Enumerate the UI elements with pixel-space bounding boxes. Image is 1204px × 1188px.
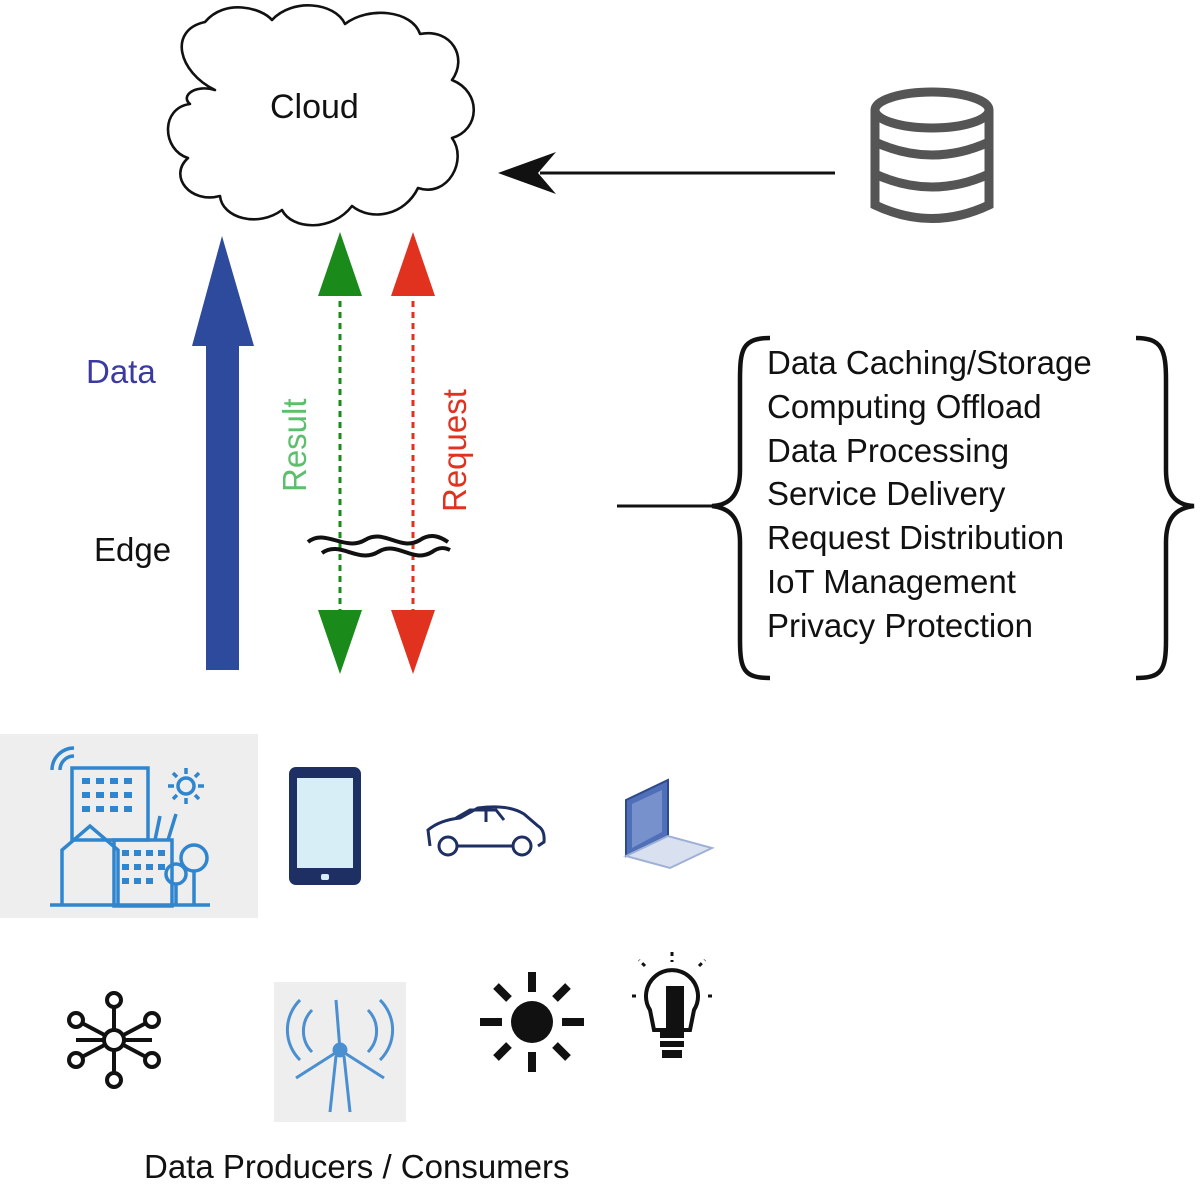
database-icon [870,87,994,223]
data-label: Data [86,353,156,390]
function-item: Data Processing [767,431,1010,469]
data-arrow [192,236,254,670]
sun-icon [480,972,584,1072]
car-icon [426,805,546,857]
function-item: Service Delivery [767,475,1006,513]
result-arrow [318,232,362,674]
function-item: Privacy Protection [767,606,1033,644]
cloud-shape [166,4,476,227]
left-brace [711,335,771,681]
laptop-icon [623,778,715,870]
right-brace [1135,335,1195,681]
edge-label: Edge [94,531,172,568]
request-label: Request [436,389,473,512]
network-hub-icon [67,991,161,1089]
function-item: IoT Management [767,562,1016,600]
wind-turbine-icon [274,982,406,1122]
smartphone-icon [289,767,361,885]
function-item: Computing Offload [767,387,1042,425]
function-item: Request Distribution [767,519,1065,557]
cloud-label: Cloud [270,88,359,126]
function-item: Data Caching/Storage [767,344,1092,381]
footer-label: Data Producers / Consumers [144,1148,570,1185]
database-to-cloud-arrow [498,152,835,194]
edge-functions-list: Data Caching/Storage Computing Offload D… [767,346,1092,653]
break-wave [306,534,451,558]
result-label: Result [276,398,313,492]
smart-city-icon [0,734,258,918]
request-arrow [391,232,435,674]
light-bulb-icon [628,952,716,1058]
